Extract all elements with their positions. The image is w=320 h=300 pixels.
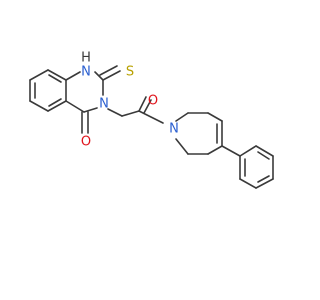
phenyl-ring (221, 145, 274, 189)
molecule-svg: H N S N O O N (29, 51, 274, 189)
carbonyl-c4 (81, 111, 89, 134)
atom-label-n-ring: N (169, 122, 179, 137)
tetrahydropyridine-ring (175, 112, 223, 155)
atom-label-h: H (81, 51, 91, 66)
thione-bond (99, 65, 121, 81)
structure-diagram: H N S N O O N (29, 50, 274, 189)
atom-label-s: S (126, 65, 134, 80)
benzo-ring (29, 69, 67, 112)
acetamide-linker (107, 96, 164, 124)
pyrimidine-ring (65, 71, 104, 113)
atom-label-o-amide: O (148, 94, 158, 109)
atom-label-n3: N (99, 97, 109, 112)
atom-label-n1: N (81, 65, 91, 80)
atom-label-o4: O (81, 135, 91, 150)
